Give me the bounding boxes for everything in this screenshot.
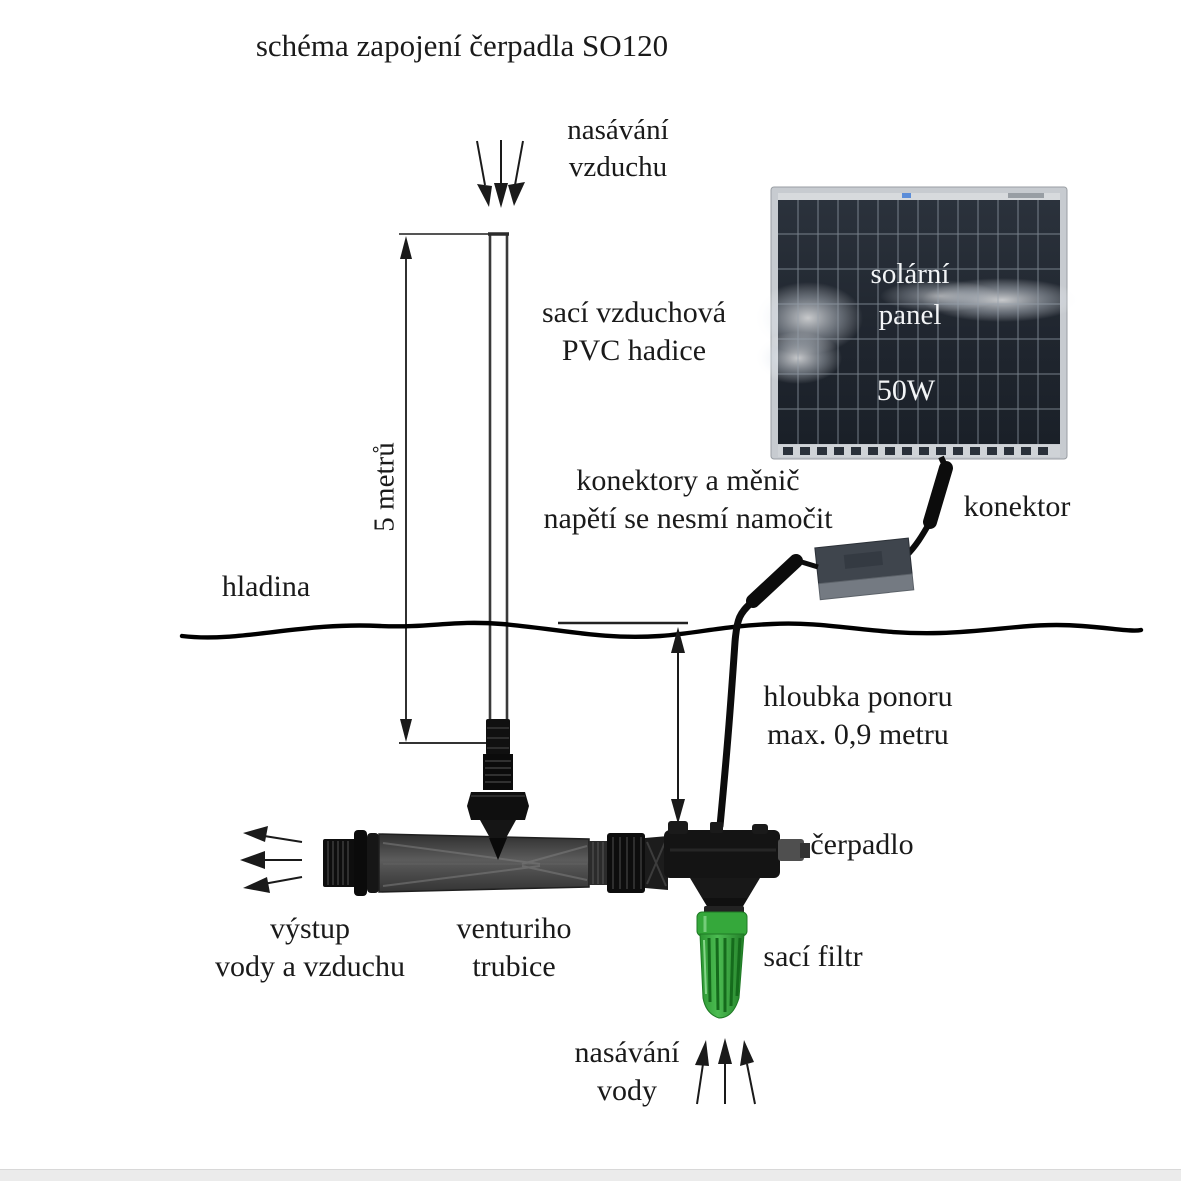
panel-connector	[903, 455, 953, 559]
water-surface-line	[179, 620, 1144, 640]
panel-grid-lines	[778, 200, 1060, 444]
label-suction-filter: sací filtr	[763, 940, 863, 973]
label-five-meters: 5 metrů	[368, 442, 401, 532]
panel-bottom-cells	[783, 447, 1048, 455]
venturi-cone-lines	[382, 842, 588, 887]
label-water-air-outlet: výstup vody a vzduchu	[215, 912, 405, 984]
voltage-converter-box	[814, 537, 915, 601]
label-immersion-depth: hloubka ponoru max. 0,9 metru	[763, 680, 953, 752]
pump-body	[645, 821, 810, 916]
hose-connector	[467, 719, 529, 860]
immersion-depth-measure-arrow	[558, 621, 688, 824]
pump-cable	[716, 554, 819, 830]
coupling-nut	[607, 833, 645, 893]
page-bottom-divider	[0, 1169, 1181, 1181]
solar-panel	[753, 186, 1082, 460]
suction-filter	[696, 911, 748, 1019]
threaded-outlet	[323, 830, 379, 896]
label-water-surface: hladina	[221, 570, 311, 603]
label-venturi-tube: venturiho trubice	[456, 912, 572, 984]
label-air-intake: nasávání vzduchu	[567, 114, 669, 184]
label-panel-power: 50W	[876, 374, 936, 407]
label-connectors-note: konektory a měnič napětí se nesmí namoči…	[543, 464, 833, 536]
panel-top-mark	[902, 193, 911, 198]
venturi-tube	[323, 719, 645, 896]
label-pvc-hose: sací vzduchová PVC hadice	[541, 296, 727, 368]
water-intake-arrows	[695, 1038, 756, 1105]
air-intake-arrows	[476, 140, 525, 208]
filter-slots	[707, 937, 742, 1012]
diagram-title: schéma zapojení čerpadla SO120	[255, 28, 669, 63]
label-water-intake: nasávání vody	[574, 1036, 680, 1108]
pump-outlet-stub	[778, 839, 804, 861]
pvc-hose	[488, 232, 509, 736]
label-solar-panel: solární panel	[870, 258, 950, 331]
five-meter-measure-arrow	[399, 233, 509, 744]
label-connector: konektor	[963, 490, 1071, 523]
label-pump: čerpadlo	[810, 828, 914, 861]
outlet-arrows	[240, 826, 303, 893]
